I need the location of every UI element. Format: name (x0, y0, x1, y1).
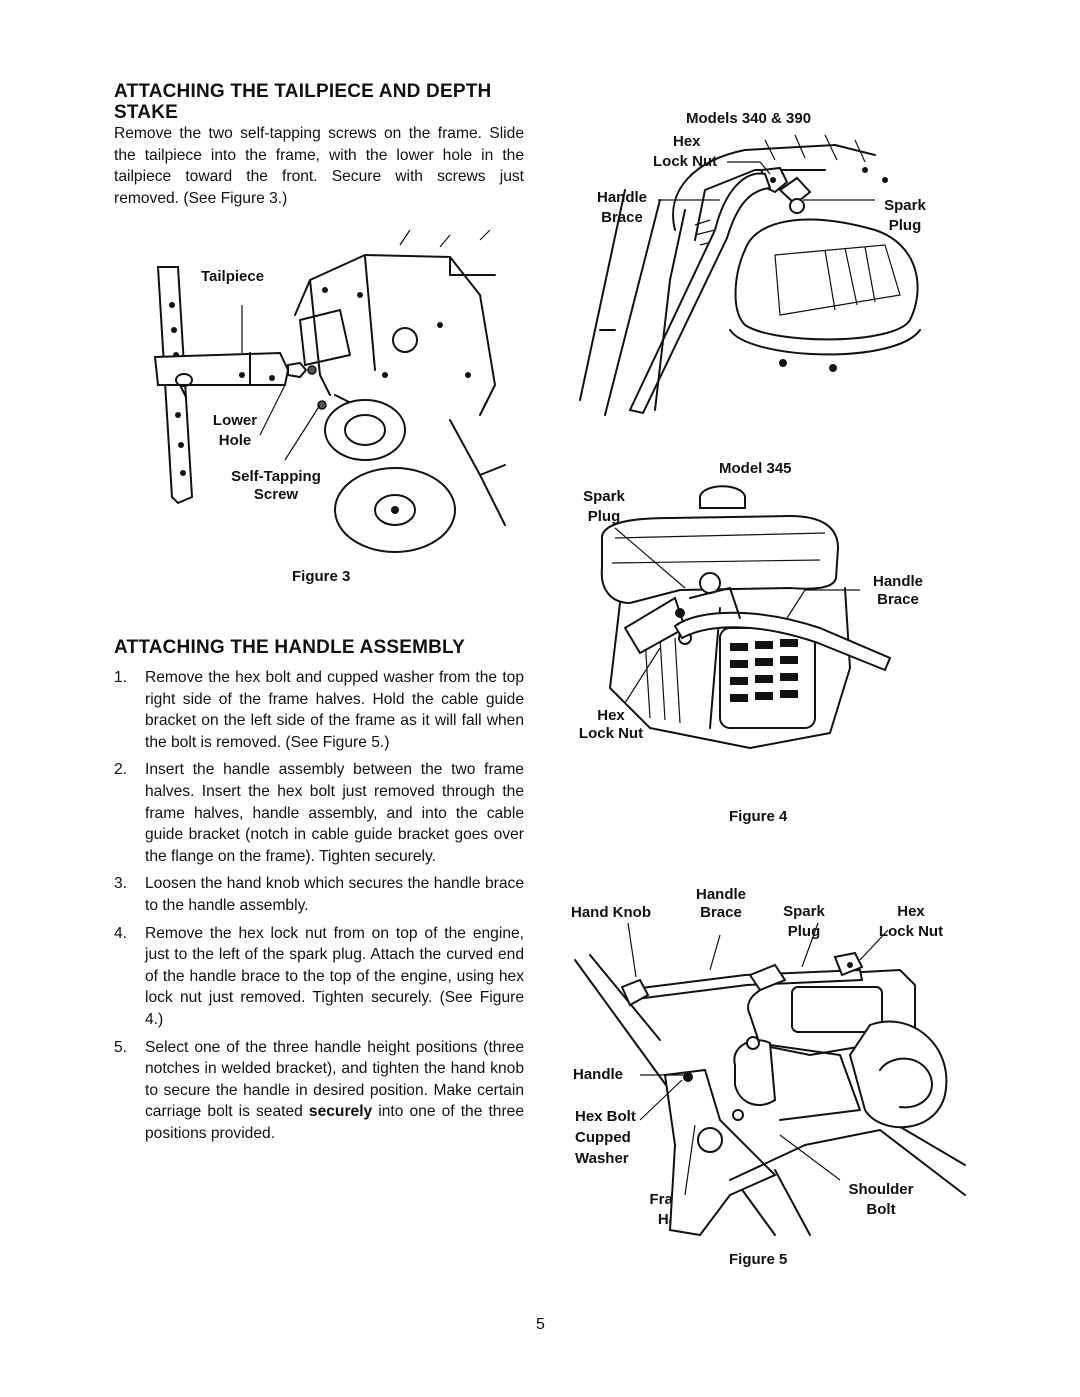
figure-5-caption: Figure 5 (729, 1251, 788, 1268)
label-hex: Hex (597, 707, 625, 724)
step-text: Remove the hex lock nut from on top of t… (145, 924, 524, 1028)
label-shoulder: Shoulder (848, 1181, 914, 1198)
step-number: 3. (114, 875, 128, 893)
label-lock-nut-top: Lock Nut (653, 153, 718, 170)
step-3: 3. Loosen the hand knob which secures the… (114, 873, 524, 916)
label-spark-plug-top: Spark Plug (872, 197, 938, 235)
label-plug: Plug (787, 923, 821, 940)
step-text: Remove the hex bolt and cupped washer fr… (145, 669, 524, 751)
label-screw: Screw (253, 486, 299, 503)
label-handle-fig5: Handle (573, 1066, 624, 1083)
step-4: 4. Remove the hex lock nut from on top of… (114, 923, 524, 1031)
step-number: 1. (114, 669, 128, 686)
step-text-bold: securely (308, 1103, 373, 1121)
step-number: 4. (114, 924, 128, 942)
label-self-tapping-screw: Self-Tapping Screw (217, 468, 335, 504)
label-hex-bolt-washer: Hex Bolt Cupped Washer (575, 1106, 636, 1169)
label-handle-brace-top: Handle Brace (586, 189, 658, 227)
label-brace: Brace (700, 904, 742, 921)
step-1: 1. Remove the hex bolt and cupped washer … (114, 667, 524, 753)
label-brace: Brace (877, 591, 919, 608)
tailpiece-instructions: Remove the two self-tapping screws on th… (114, 125, 524, 207)
figure-4-caption: Figure 4 (729, 808, 788, 825)
section-heading-tailpiece: ATTACHING THE TAILPIECE AND DEPTH STAKE (114, 81, 492, 123)
label-hole: Hole (218, 432, 252, 449)
label-model-345: Model 345 (719, 460, 792, 477)
step-2: 2. Insert the handle assembly between the… (114, 759, 524, 867)
step-text: Loosen the hand knob which secures the h… (145, 875, 524, 914)
figure-4-bottom-illustration (600, 485, 892, 749)
label-spark-plug-bottom: Spark Plug (572, 488, 636, 526)
label-handle-brace-fig5: Handle Brace (686, 886, 756, 922)
figure-3-leader-lines (241, 305, 321, 461)
label-tailpiece: Tailpiece (201, 268, 265, 285)
label-hex-top: Hex (673, 133, 701, 150)
page-number: 5 (536, 1316, 545, 1333)
figure-3-illustration (153, 229, 506, 553)
label-hex: Hex (897, 903, 925, 920)
label-handle-brace-bottom: Handle Brace (862, 573, 934, 609)
label-cupped: Cupped (575, 1129, 631, 1146)
label-brace: Brace (601, 209, 643, 226)
handle-assembly-steps: 1. Remove the hex bolt and cupped washer … (114, 667, 524, 1150)
step-text-before: Select one of the three handle height po… (145, 1038, 524, 1121)
step-number: 5. (114, 1038, 128, 1056)
label-plug: Plug (888, 217, 922, 234)
section-heading-handle-assembly: ATTACHING THE HANDLE ASSEMBLY (114, 637, 465, 658)
label-lower-hole: Lower Hole (205, 412, 265, 450)
label-hex-lock-nut-bottom: Hex Lock Nut (567, 707, 655, 743)
label-hex-lock-nut-fig5: Hex Lock Nut (866, 903, 956, 941)
label-shoulder-bolt: Shoulder Bolt (836, 1181, 926, 1219)
step-text: Insert the handle assembly between the t… (145, 761, 524, 865)
label-handle: Handle (695, 886, 746, 903)
figure-4-top-illustration (579, 134, 921, 416)
label-spark-plug-fig5: Spark Plug (771, 903, 837, 941)
figure-4-bottom-leaders (614, 527, 860, 704)
figure-5-illustration (574, 951, 966, 1237)
label-handle: Handle (596, 189, 647, 206)
label-hex-bolt: Hex Bolt (575, 1108, 636, 1125)
figure-4-top-leaders (658, 161, 875, 201)
label-washer: Washer (575, 1150, 629, 1167)
label-handle: Handle (872, 573, 923, 590)
label-spark: Spark (583, 488, 625, 505)
step-text-after: into one of the three positions provided… (145, 1103, 525, 1142)
label-bolt: Bolt (866, 1201, 896, 1218)
step-number: 2. (114, 761, 128, 779)
label-plug: Plug (587, 508, 621, 525)
figure-5-leaders (627, 922, 889, 1196)
label-models-340-390: Models 340 & 390 (686, 110, 812, 127)
label-lock-nut: Lock Nut (578, 725, 644, 742)
label-spark: Spark (884, 197, 926, 214)
step-5: 5. Select one of the three handle height … (114, 1037, 524, 1145)
label-hand-knob: Hand Knob (571, 904, 651, 921)
label-lock-nut: Lock Nut (878, 923, 944, 940)
label-spark: Spark (783, 903, 825, 920)
label-self-tapping: Self-Tapping (231, 468, 321, 485)
figure-3-caption: Figure 3 (292, 568, 351, 585)
label-lower: Lower (212, 412, 258, 429)
